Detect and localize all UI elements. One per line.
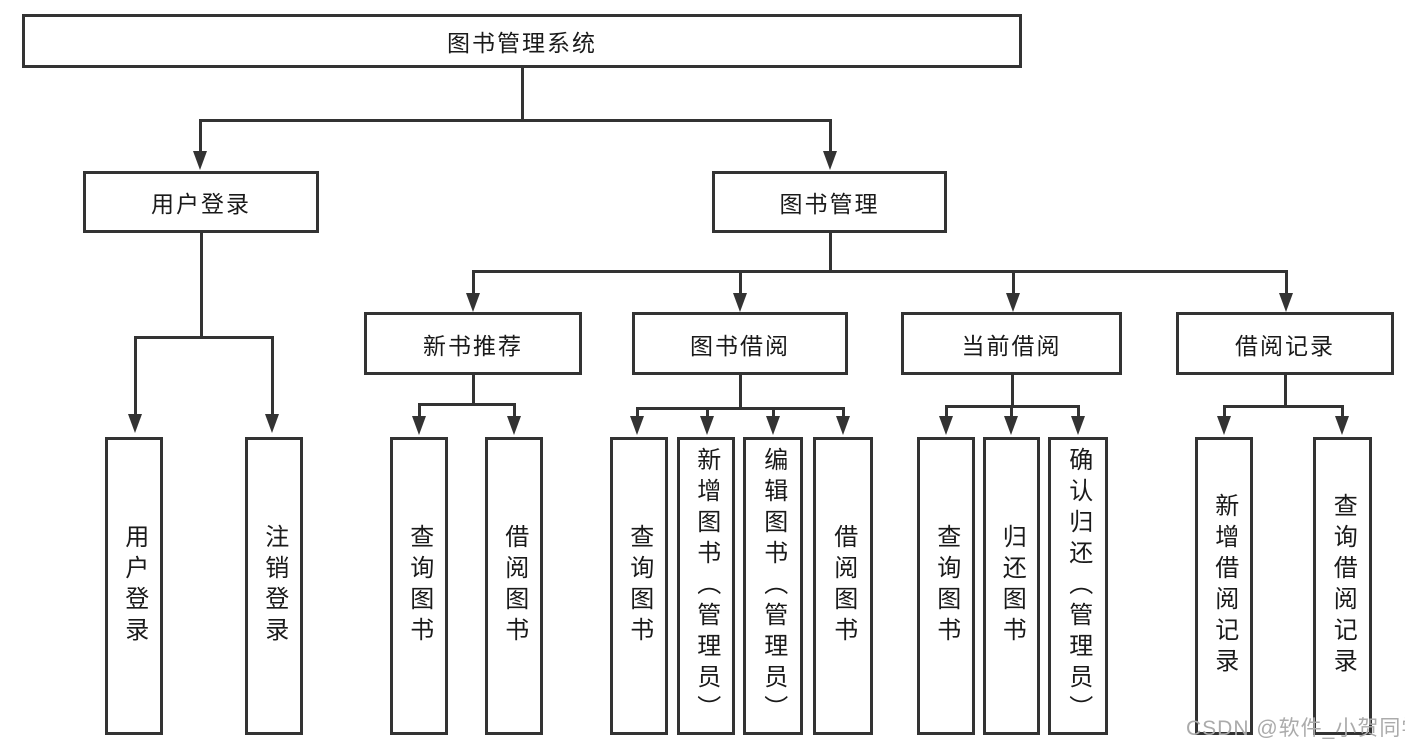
connector-line <box>134 336 137 415</box>
leaf-query-books-1-label: 查询图书 <box>405 524 433 648</box>
arrow-down-icon <box>1279 293 1293 312</box>
leaf-add-books-admin: 新增图书（管理员） <box>677 437 735 735</box>
arrow-down-icon <box>1335 416 1349 435</box>
leaf-borrow-books-1-label: 借阅图书 <box>500 524 528 648</box>
connector-line <box>199 119 831 122</box>
connector-line <box>1011 375 1014 405</box>
arrow-down-icon <box>630 416 644 435</box>
leaf-logout: 注销登录 <box>245 437 303 735</box>
node-book-borrow-label: 图书借阅 <box>690 332 790 359</box>
connector-line <box>199 119 202 152</box>
connector-line <box>271 336 274 415</box>
connector-line <box>1341 405 1344 417</box>
leaf-query-books-2-label: 查询图书 <box>625 524 653 648</box>
connector-line <box>1010 405 1013 417</box>
leaf-query-books-3-label: 查询图书 <box>932 524 960 648</box>
leaf-confirm-return-admin: 确认归还（管理员） <box>1048 437 1108 735</box>
connector-line <box>513 403 516 417</box>
node-library-system-label: 图书管理系统 <box>447 30 597 56</box>
connector-line <box>134 336 273 339</box>
connector-line <box>842 407 845 417</box>
connector-line <box>1284 375 1287 405</box>
connector-line <box>472 375 475 403</box>
arrow-down-icon <box>1006 293 1020 312</box>
connector-line <box>1223 405 1344 408</box>
arrow-down-icon <box>466 293 480 312</box>
arrow-down-icon <box>1004 416 1018 435</box>
node-book-management: 图书管理 <box>712 171 947 233</box>
node-borrow-records-label: 借阅记录 <box>1235 332 1335 359</box>
connector-line <box>1285 270 1288 294</box>
connector-line <box>636 407 639 417</box>
leaf-add-borrow-record: 新增借阅记录 <box>1195 437 1253 735</box>
leaf-query-borrow-record: 查询借阅记录 <box>1313 437 1372 735</box>
connector-line <box>706 407 709 417</box>
connector-line <box>1077 405 1080 417</box>
arrow-down-icon <box>507 416 521 435</box>
arrow-down-icon <box>836 416 850 435</box>
node-book-management-label: 图书管理 <box>779 191 880 217</box>
leaf-user-login-label: 用户登录 <box>120 524 148 648</box>
arrow-down-icon <box>412 416 426 435</box>
leaf-query-books-2: 查询图书 <box>610 437 668 735</box>
node-new-book-recommend-label: 新书推荐 <box>423 332 523 359</box>
connector-line <box>1223 405 1226 417</box>
node-current-borrow: 当前借阅 <box>901 312 1122 375</box>
connector-line <box>739 270 742 294</box>
connector-line <box>200 233 203 336</box>
leaf-borrow-books-2-label: 借阅图书 <box>829 524 857 648</box>
leaf-edit-books-admin-label: 编辑图书（管理员） <box>759 446 787 726</box>
arrow-down-icon <box>265 414 279 433</box>
connector-line <box>418 403 516 406</box>
node-current-borrow-label: 当前借阅 <box>961 332 1062 359</box>
leaf-return-books-label: 归还图书 <box>998 524 1026 648</box>
node-user-login-label: 用户登录 <box>151 191 251 217</box>
arrow-down-icon <box>128 414 142 433</box>
arrow-down-icon <box>193 151 207 170</box>
arrow-down-icon <box>733 293 747 312</box>
arrow-down-icon <box>1071 416 1085 435</box>
connector-line <box>772 407 775 417</box>
csdn-watermark: CSDN @软件_小贺同学 <box>1186 717 1405 740</box>
leaf-logout-label: 注销登录 <box>260 524 288 648</box>
arrow-down-icon <box>939 416 953 435</box>
leaf-add-borrow-record-label: 新增借阅记录 <box>1210 493 1238 679</box>
leaf-query-borrow-record-label: 查询借阅记录 <box>1329 493 1357 679</box>
arrow-down-icon <box>823 151 837 170</box>
leaf-query-books-1: 查询图书 <box>390 437 448 735</box>
arrow-down-icon <box>766 416 780 435</box>
leaf-query-books-3: 查询图书 <box>917 437 975 735</box>
connector-line <box>829 119 832 152</box>
leaf-confirm-return-admin-label: 确认归还（管理员） <box>1064 446 1092 726</box>
leaf-borrow-books-1: 借阅图书 <box>485 437 543 735</box>
node-user-login: 用户登录 <box>83 171 319 233</box>
connector-line <box>1012 270 1015 294</box>
leaf-edit-books-admin: 编辑图书（管理员） <box>743 437 803 735</box>
connector-line <box>636 407 845 410</box>
leaf-borrow-books-2: 借阅图书 <box>813 437 873 735</box>
node-new-book-recommend: 新书推荐 <box>364 312 582 375</box>
connector-line <box>945 405 948 417</box>
arrow-down-icon <box>700 416 714 435</box>
connector-line <box>472 270 475 294</box>
node-book-borrow: 图书借阅 <box>632 312 848 375</box>
connector-line <box>472 270 1288 273</box>
leaf-user-login: 用户登录 <box>105 437 163 735</box>
leaf-return-books: 归还图书 <box>983 437 1040 735</box>
connector-line <box>739 375 742 407</box>
arrow-down-icon <box>1217 416 1231 435</box>
leaf-add-books-admin-label: 新增图书（管理员） <box>692 446 720 726</box>
node-library-system: 图书管理系统 <box>22 14 1022 68</box>
node-borrow-records: 借阅记录 <box>1176 312 1394 375</box>
connector-line <box>521 68 524 119</box>
connector-line <box>829 233 832 270</box>
connector-line <box>418 403 421 417</box>
